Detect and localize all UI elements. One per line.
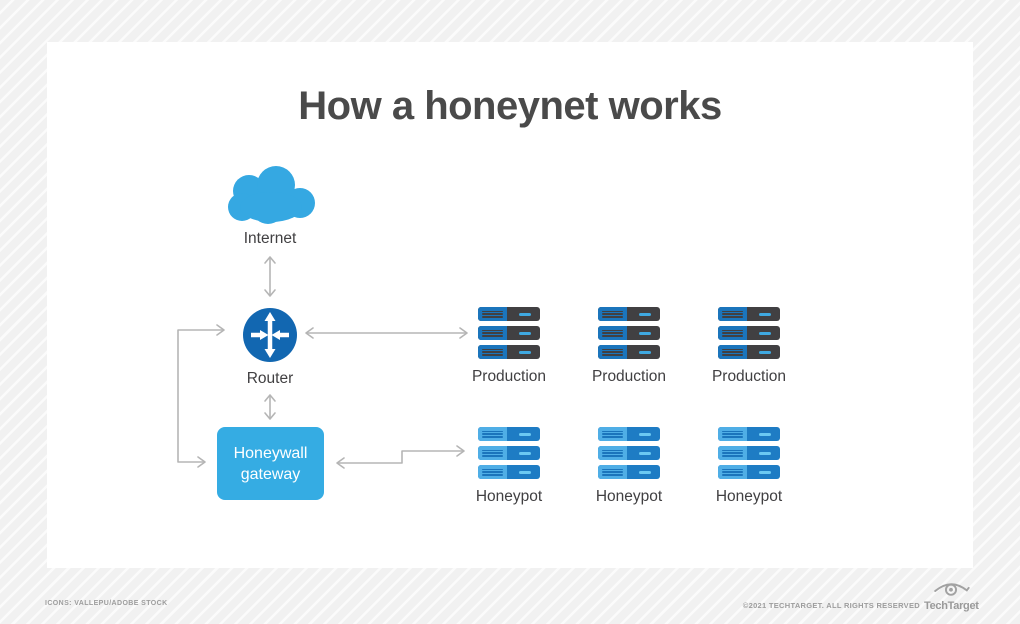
- honeywall-gateway-box: Honeywall gateway: [217, 427, 324, 500]
- gateway-label-line1: Honeywall: [233, 444, 308, 462]
- production-server-icon: [478, 307, 540, 359]
- techtarget-logo: TechTarget: [924, 580, 979, 612]
- honeypot-server-icon: [598, 427, 660, 479]
- honeypot-label: Honeypot: [715, 488, 783, 505]
- cloud-icon: [228, 166, 315, 224]
- production-label: Production: [471, 368, 547, 385]
- gateway-honeypot-arrow: [337, 450, 464, 464]
- internet-label: Internet: [243, 230, 297, 247]
- copyright-text: ©2021 TECHTARGET. ALL RIGHTS RESERVED: [742, 601, 920, 610]
- honeypot-label: Honeypot: [595, 488, 663, 505]
- production-server-icon: [718, 307, 780, 359]
- infographic-card: How a honeynet works: [47, 42, 973, 568]
- icon-credits-text: ICONS: VALLEPU/ADOBE STOCK: [45, 600, 168, 607]
- production-label: Production: [711, 368, 787, 385]
- honeypot-server-icon: [718, 427, 780, 479]
- techtarget-wordmark: TechTarget: [924, 600, 979, 612]
- production-label: Production: [591, 368, 667, 385]
- router-label: Router: [246, 370, 294, 387]
- page-title: How a honeynet works: [298, 84, 722, 128]
- gateway-label-line2: gateway: [240, 465, 301, 483]
- router-gateway-bypass-line: [177, 329, 223, 463]
- eye-icon: [934, 583, 970, 596]
- router-icon: [243, 308, 297, 362]
- honeypot-label: Honeypot: [475, 488, 543, 505]
- honeypot-server-icon: [478, 427, 540, 479]
- production-server-icon: [598, 307, 660, 359]
